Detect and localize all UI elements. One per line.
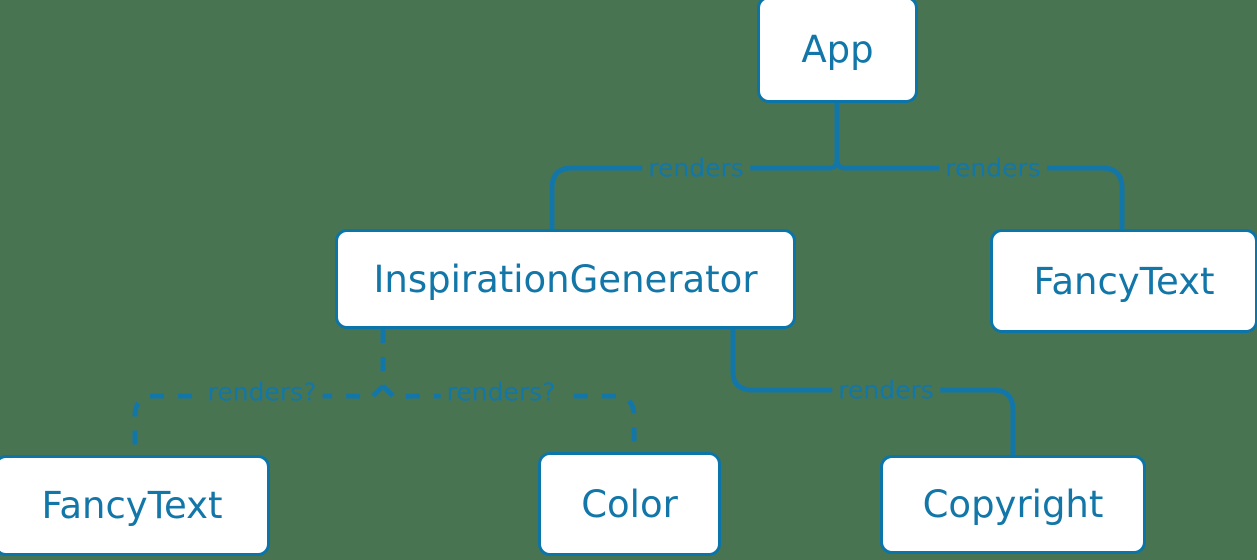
node-fancytext-right[interactable]: FancyText <box>990 229 1257 333</box>
node-app-label: App <box>801 28 874 71</box>
edge-app-to-inspirationgenerator <box>549 165 829 229</box>
node-fancytext-bottom-left-label: FancyText <box>41 484 223 527</box>
node-fancytext-bottom-left[interactable]: FancyText <box>0 455 270 556</box>
node-color-label: Color <box>581 482 678 526</box>
edge-label-inspirationgenerator-to-fancytext: renders? <box>201 377 323 407</box>
node-fancytext-right-label: FancyText <box>1033 259 1215 303</box>
node-copyright[interactable]: Copyright <box>880 455 1146 554</box>
edge-app-stem-right <box>834 103 846 171</box>
edge-app-to-fancytext <box>845 165 1125 229</box>
node-color[interactable]: Color <box>538 452 721 556</box>
edge-label-app-to-fancytext: renders <box>939 153 1047 183</box>
node-inspirationgenerator[interactable]: InspirationGenerator <box>335 229 796 329</box>
node-inspirationgenerator-label: InspirationGenerator <box>373 257 758 301</box>
node-app[interactable]: App <box>757 0 918 103</box>
node-copyright-label: Copyright <box>922 483 1104 526</box>
edge-label-inspirationgenerator-to-color: renders? <box>440 377 562 407</box>
edge-label-inspirationgenerator-to-copyright: renders <box>832 375 940 405</box>
edge-inspirationgenerator-to-color <box>381 384 637 452</box>
edge-label-app-to-inspirationgenerator: renders <box>642 153 750 183</box>
edge-inspirationgenerator-to-fancytext-bottom <box>132 384 385 455</box>
